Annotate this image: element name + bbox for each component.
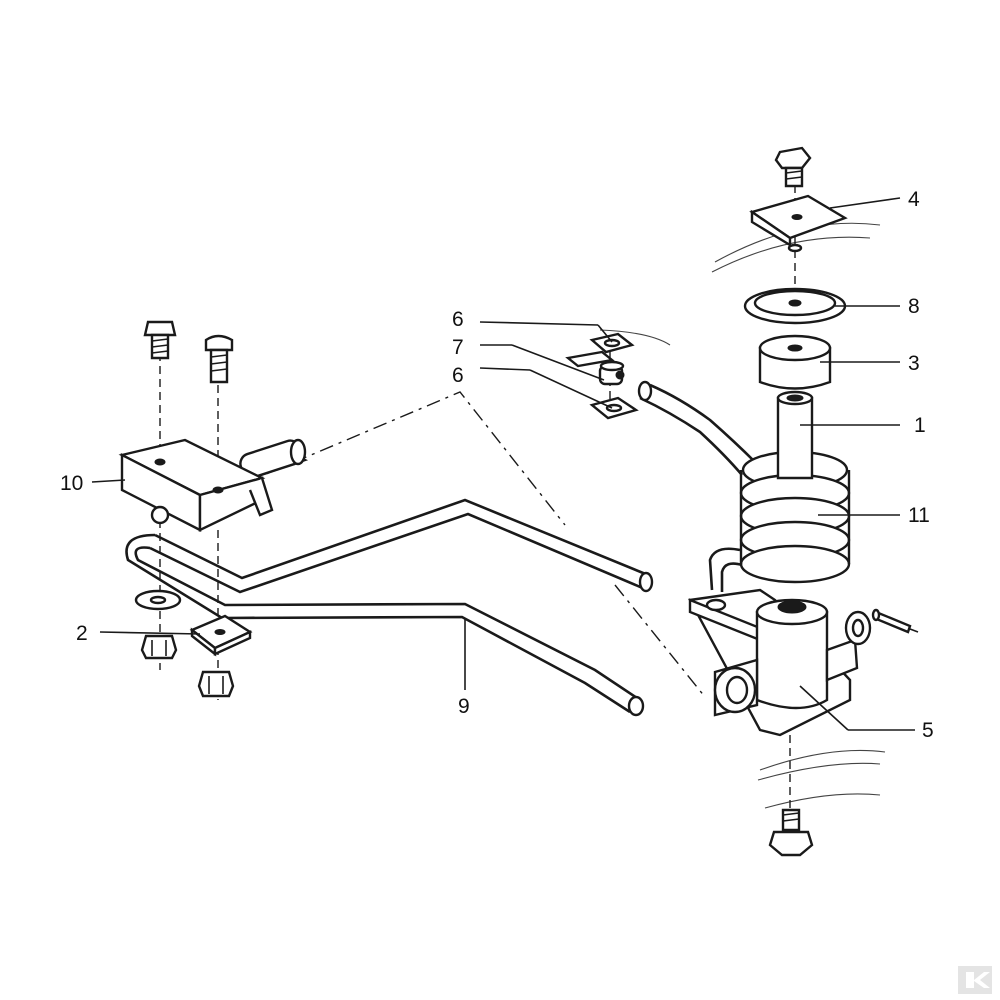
top-bolt — [774, 146, 812, 188]
label-3: 3 — [908, 352, 920, 375]
nut-left-a — [140, 634, 178, 660]
bolt-left-a — [143, 320, 177, 360]
label-7: 7 — [452, 336, 464, 359]
rod-assembly — [125, 498, 654, 717]
leader-lines — [91, 197, 915, 731]
washer-right — [844, 610, 872, 646]
label-2: 2 — [76, 622, 88, 645]
pin-right — [871, 608, 919, 634]
label-11: 11 — [908, 504, 930, 527]
spring-part-11 — [637, 380, 851, 592]
clamp-plate-upper — [589, 332, 635, 354]
washer-left — [134, 589, 182, 611]
housing-part-5 — [688, 588, 859, 737]
label-9: 8 — [908, 295, 920, 318]
bolt-left-b — [204, 334, 234, 384]
label-6b: 6 — [452, 364, 464, 387]
nut-left-b — [197, 670, 235, 698]
bushing-part-3 — [758, 334, 832, 390]
shaft-part-1 — [776, 390, 814, 480]
label-10: 10 — [60, 472, 83, 495]
label-6a: 6 — [452, 308, 464, 331]
callout-labels: 4 8 3 1 11 5 6 7 6 10 2 9 — [60, 188, 934, 742]
label-1: 1 — [914, 414, 926, 437]
clamp-pin-part-7 — [565, 350, 625, 386]
label-5: 5 — [922, 719, 934, 742]
corner-logo — [958, 966, 992, 994]
housing-arcs — [599, 222, 886, 809]
disc-part-9 — [743, 287, 847, 325]
bracket-part-10 — [118, 438, 309, 532]
plate-part-2 — [189, 614, 253, 657]
bracket-part-4 — [749, 194, 848, 253]
label-8: 9 — [458, 695, 470, 718]
bottom-bolt — [768, 808, 814, 857]
label-4: 4 — [908, 188, 920, 211]
